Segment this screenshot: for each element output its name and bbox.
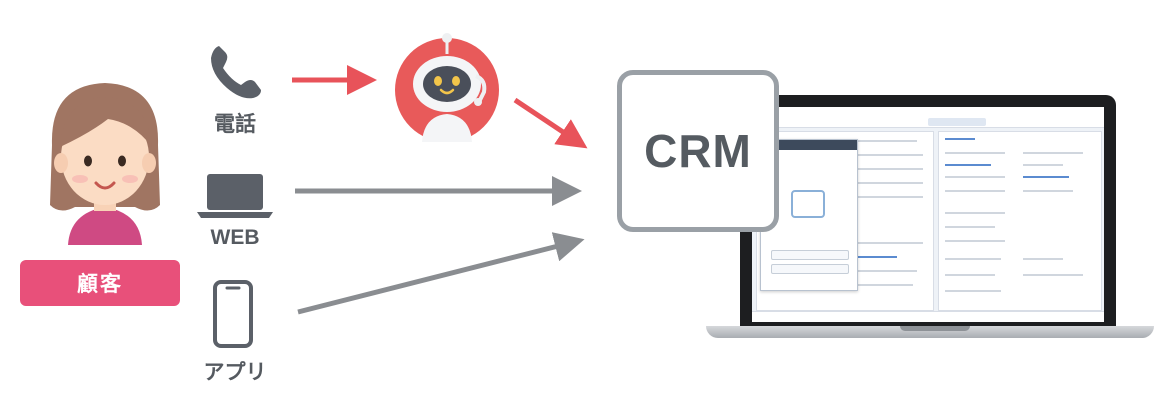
ui-line (945, 190, 1005, 192)
laptop-notch (900, 326, 970, 331)
ui-line (857, 270, 917, 272)
chat-bubble-icon (791, 190, 825, 218)
ui-line (1023, 190, 1073, 192)
crm-label: CRM (644, 125, 752, 177)
ui-line (857, 256, 897, 258)
ui-line (857, 168, 923, 170)
ui-line (945, 138, 975, 140)
phone-icon (211, 46, 261, 99)
ui-line (945, 164, 991, 166)
customer-avatar-icon (50, 83, 160, 245)
channel-label-phone: 電話 (214, 113, 256, 136)
ui-line (857, 140, 917, 142)
arrow-app-to-crm (297, 232, 585, 315)
channel-label-web: WEB (210, 226, 260, 249)
laptop-icon (197, 174, 273, 218)
ui-line (945, 152, 1005, 154)
ui-line (857, 196, 923, 198)
softphone-header (761, 140, 857, 150)
ui-line (945, 212, 1005, 214)
customer-label: 顧客 (77, 273, 123, 296)
ui-line (1023, 258, 1063, 260)
customer-badge: 顧客 (20, 260, 180, 306)
ui-line (857, 284, 913, 286)
ui-line (1023, 176, 1069, 178)
ui-line (945, 226, 995, 228)
ui-line (1023, 274, 1083, 276)
ui-line (857, 182, 923, 184)
channel-label-app: アプリ (203, 361, 267, 384)
app-active-tab (928, 118, 986, 126)
ui-line (945, 274, 995, 276)
ui-line (945, 290, 1001, 292)
smartphone-icon (213, 280, 253, 348)
ui-line (857, 154, 923, 156)
crm-box: CRM (617, 70, 779, 232)
arrow-bot-to-crm (513, 97, 588, 149)
laptop-base (706, 326, 1154, 338)
ui-line (945, 240, 1005, 242)
ui-line (945, 258, 1001, 260)
softphone-button (771, 264, 849, 274)
app-utility-bar (752, 311, 1104, 322)
app-right-panel (938, 131, 1102, 311)
robot-operator-icon (395, 33, 499, 142)
ui-line (1023, 164, 1063, 166)
ui-line (1023, 152, 1083, 154)
ui-line (945, 176, 1005, 178)
ui-line (857, 242, 923, 244)
crm-app-screen (752, 107, 1104, 322)
softphone-button (771, 250, 849, 260)
